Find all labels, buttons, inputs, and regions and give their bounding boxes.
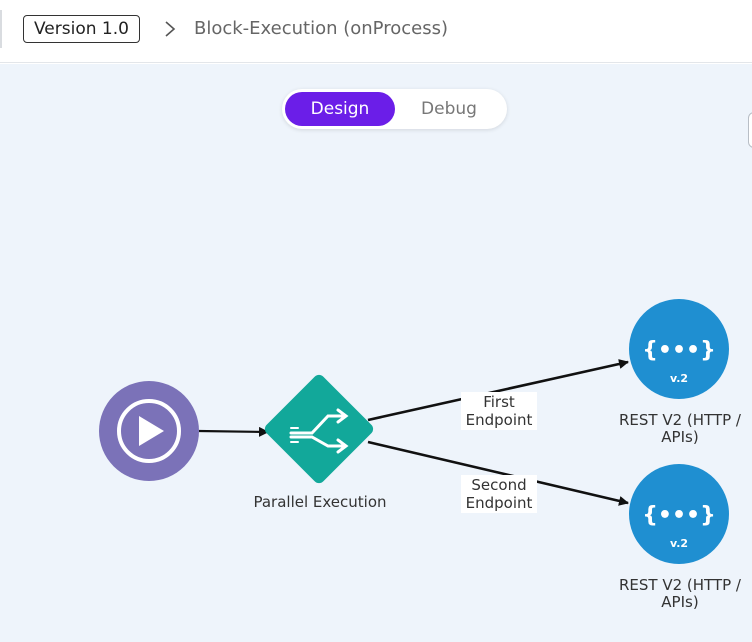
edge-label-first-endpoint: First Endpoint bbox=[461, 392, 537, 430]
rest-braces-icon: {•••} bbox=[642, 338, 716, 363]
version-tag: v.2 bbox=[670, 372, 688, 385]
edge-first-endpoint[interactable] bbox=[367, 359, 629, 422]
rest-braces-icon: {•••} bbox=[642, 503, 716, 528]
version-tag: v.2 bbox=[670, 537, 688, 550]
tab-debug[interactable]: Debug bbox=[421, 99, 477, 119]
parallel-execution-label: Parallel Execution bbox=[253, 493, 387, 511]
breadcrumb-title: Block-Execution (onProcess) bbox=[194, 18, 448, 39]
tab-design[interactable]: Design bbox=[285, 92, 395, 126]
mode-toggle: Design Debug bbox=[282, 89, 507, 129]
top-header: Version 1.0 Block-Execution (onProcess) bbox=[0, 0, 752, 63]
rest-node-2[interactable]: {•••} v.2 bbox=[629, 464, 729, 564]
parallel-split-icon bbox=[289, 408, 349, 454]
flow-canvas[interactable]: Design Debug bbox=[0, 64, 752, 642]
rest-node-1[interactable]: {•••} v.2 bbox=[629, 299, 729, 399]
chevron-right-icon bbox=[165, 21, 176, 37]
rest-node-1-label: REST V2 (HTTP / APIs) bbox=[619, 411, 741, 446]
play-icon bbox=[117, 399, 181, 463]
edge-second-endpoint[interactable] bbox=[367, 440, 629, 506]
parallel-execution-node[interactable] bbox=[262, 372, 375, 485]
rest-node-2-label: REST V2 (HTTP / APIs) bbox=[619, 576, 741, 611]
edge-start-to-parallel[interactable] bbox=[198, 426, 269, 437]
start-node[interactable] bbox=[99, 381, 199, 481]
version-selector-button[interactable]: Version 1.0 bbox=[23, 15, 140, 43]
edge-label-second-endpoint: Second Endpoint bbox=[461, 475, 537, 513]
header-divider bbox=[0, 10, 2, 48]
